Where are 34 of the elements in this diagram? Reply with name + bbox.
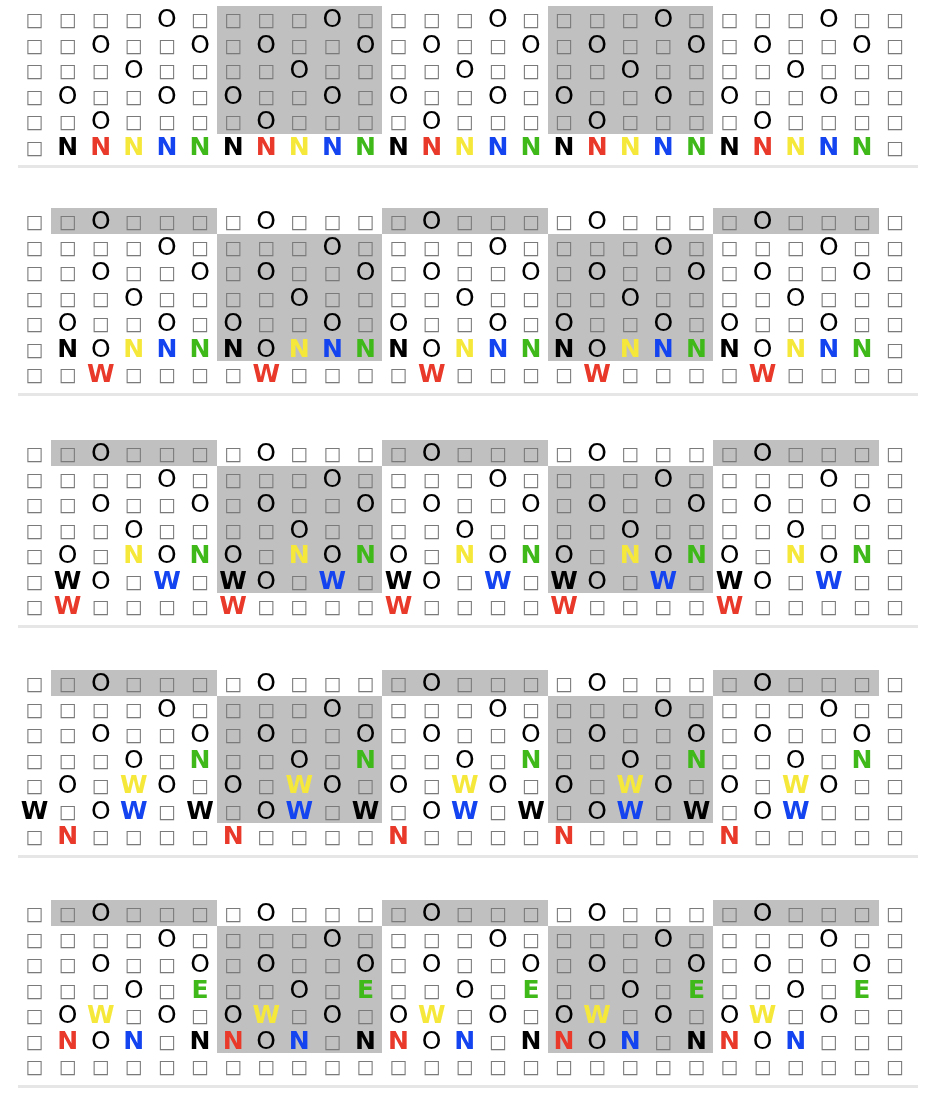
symbol-row-text: □ □ □ □ O □ □ □ □ O □ □ □ □ O □ □ □ □ O □ □ □ □ O □ □ [24,925,905,952]
symbol-row-text: □ □ W □ □ □ □ W □ □ □ □ W □ □ □ □ W □ □ □ □ W □ □ □ □ [24,361,905,387]
symbol-row-text: □ O □ W O □ O □ W O □ O □ W O □ O □ W O □ O □ W O □ □ [24,772,905,798]
symbol-row-text: □ N □ □ □ □ N □ □ □ □ N □ □ □ □ N □ □ □ □ N □ □ □ □ □ [24,823,905,849]
symbol-row-text: □ W O □ W □ W O □ W □ W O □ W □ W O □ W □ W O □ W □ □ [24,567,905,594]
symbol-row-text: □ O □ □ O □ O □ □ O □ O □ □ O □ O □ □ O □ O □ □ O □ □ [24,82,905,109]
symbol-row-text: □ □ □ O □ □ □ □ O □ □ □ □ O □ □ □ □ O □ □ □ □ O □ □ □ [24,284,905,311]
symbol-row-text: □ □ O □ □ O □ O □ □ O □ O □ □ O □ O □ □ O □ O □ □ O □ [24,951,905,977]
symbol-row-text: □ N O N N N N O N N N N O N N N N O N N N N O N N N □ [24,335,905,362]
symbol-row-text: □ □ O □ □ □ □ O □ □ □ □ O □ □ □ □ O □ □ □ □ O □ □ □ □ [24,208,905,234]
symbol-row-text: □ N N N N N N N N N N N N N N N N N N N N N N N N N □ [24,133,905,160]
symbol-row-text: □ □ □ □ O □ □ □ □ O □ □ □ □ O □ □ □ □ O □ □ □ □ O □ □ [24,233,905,260]
symbol-row-text: □ □ O □ □ □ □ O □ □ □ □ O □ □ □ □ O □ □ □ □ O □ □ □ □ [24,108,905,134]
symbol-row-text: □ N O N □ N N O N □ N N O N □ N N O N □ N N O N □ □ □ [24,1027,905,1054]
symbol-row-text: □ □ O □ □ O □ O □ □ O □ O □ □ O □ O □ □ O □ O □ □ O □ [24,259,905,285]
symbol-row-text: □ □ O □ □ O □ O □ □ O □ O □ □ O □ O □ □ O □ O □ □ O □ [24,491,905,517]
symbol-row-text: □ □ □ O □ N □ □ O □ N □ □ O □ N □ □ O □ N □ □ O □ N □ [24,746,905,773]
symbol-row-text: □ □ □ O □ E □ □ O □ E □ □ O □ E □ □ O □ E □ □ O □ E □ [24,976,905,1003]
symbol-row-text: □ □ □ □ O □ □ □ □ O □ □ □ □ O □ □ □ □ O □ □ □ □ O □ □ [24,6,905,32]
symbol-row-text: □ □ O □ □ □ □ O □ □ □ □ O □ □ □ □ O □ □ □ □ O □ □ □ □ [24,900,905,926]
symbol-row-text: □ O W □ O □ O W □ O □ O W □ O □ O W □ O □ O W □ O □ □ [24,1002,905,1028]
symbol-row-text: □ □ □ O □ □ □ □ O □ □ □ □ O □ □ □ □ O □ □ □ □ O □ □ □ [24,57,905,83]
symbol-row-text: □ O □ □ O □ O □ □ O □ O □ □ O □ O □ □ O □ O □ □ O □ □ [24,310,905,336]
symbol-row-text: □ W □ □ □ □ W □ □ □ □ W □ □ □ □ W □ □ □ □ W □ □ □ □ □ [24,593,905,619]
symbol-row-text: □ O □ N O N O □ N O N O □ N O N O □ N O N O □ N O N □ [24,542,905,568]
symbol-row-text: □ □ O □ □ O □ O □ □ O □ O □ □ O □ O □ □ O □ O □ □ O □ [24,721,905,747]
symbol-row-text: □ □ □ □ □ □ □ □ □ □ □ □ □ □ □ □ □ □ □ □ □ □ □ □ □ □ □ [24,1054,905,1079]
symbol-row-text: □ □ □ O □ □ □ □ O □ □ □ □ O □ □ □ □ O □ □ □ □ O □ □ □ [24,516,905,543]
symbol-row-text: □ □ O □ □ O □ O □ □ O □ O □ □ O □ O □ □ O □ O □ □ O □ [24,31,905,58]
symbol-row-text: □ □ O □ □ □ □ O □ □ □ □ O □ □ □ □ O □ □ □ □ O □ □ □ □ [24,670,905,696]
symbol-row-text: □ □ □ □ O □ □ □ □ O □ □ □ □ O □ □ □ □ O □ □ □ □ O □ □ [24,695,905,722]
symbol-row-text: W □ O W □ W □ O W □ W □ O W □ W □ O W □ W □ O W □ □ □ [19,797,905,824]
symbol-row-text: □ □ □ □ O □ □ □ □ O □ □ □ □ O □ □ □ □ O □ □ □ □ O □ □ [24,465,905,492]
symbol-row-text: □ □ O □ □ □ □ O □ □ □ □ O □ □ □ □ O □ □ □ □ O □ □ □ □ [24,440,905,466]
